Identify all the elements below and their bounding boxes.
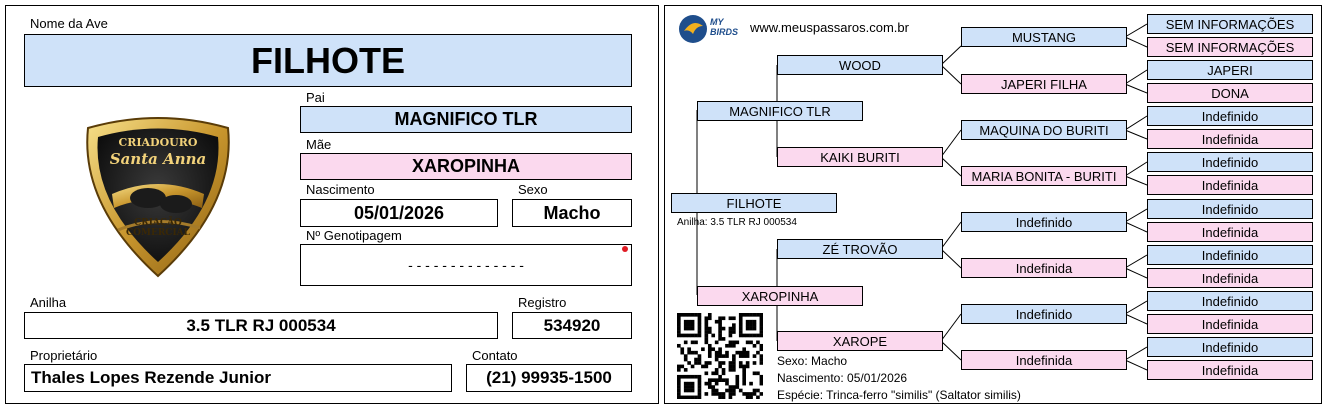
pedigree-mother[interactable]: XAROPINHA: [697, 286, 863, 306]
logo-bottom-text-1: CRIAÇÃO: [134, 218, 182, 228]
card-frame: [5, 5, 659, 404]
pedigree-gen4-item[interactable]: Indefinida: [1147, 360, 1313, 380]
ring-label: Anilha: [30, 295, 67, 310]
birth-label: Nascimento: [306, 182, 375, 197]
owner-label: Proprietário: [30, 348, 98, 363]
owner-field[interactable]: Thales Lopes Rezende Junior: [24, 364, 452, 392]
birth-field[interactable]: 05/01/2026: [300, 199, 498, 227]
mybirds-wordmark-2: BIRDS: [710, 27, 739, 37]
genotype-label: Nº Genotipagem: [306, 228, 402, 243]
mybirds-logo-icon: [678, 14, 708, 44]
pedigree-maternal-grandfather[interactable]: ZÉ TROVÃO: [777, 239, 943, 259]
pedigree-gen4-item[interactable]: Indefinido: [1147, 337, 1313, 357]
pedigree-gen3-item[interactable]: Indefinida: [961, 350, 1127, 370]
info-sex: Sexo: Macho: [777, 354, 848, 368]
pedigree-gen4-item[interactable]: Indefinido: [1147, 106, 1313, 126]
pedigree-frame: [664, 5, 1322, 404]
pedigree-gen4-item[interactable]: Indefinida: [1147, 268, 1313, 288]
logo-bottom-text-2: COMERCIAL: [126, 228, 190, 238]
pedigree-gen4-item[interactable]: Indefinida: [1147, 314, 1313, 334]
genotype-field[interactable]: - - - - - - - - - - - - - -: [300, 244, 632, 286]
pedigree-gen4-item[interactable]: SEM INFORMAÇÕES: [1147, 14, 1313, 34]
brand-url: www.meuspassaros.com.br: [750, 20, 909, 35]
pedigree-gen4-item[interactable]: SEM INFORMAÇÕES: [1147, 37, 1313, 57]
pedigree-gen4-item[interactable]: Indefinido: [1147, 199, 1313, 219]
pedigree-subject-ring: Anilha: 3.5 TLR RJ 000534: [677, 217, 797, 228]
pedigree-gen4-item[interactable]: Indefinida: [1147, 129, 1313, 149]
sex-label: Sexo: [518, 182, 548, 197]
contact-field[interactable]: (21) 99935-1500: [466, 364, 632, 392]
father-label: Pai: [306, 90, 325, 105]
breeder-logo: CRIADOURO Santa Anna CRIAÇÃO COMERCIAL: [78, 110, 238, 280]
pedigree-gen4-item[interactable]: Indefinido: [1147, 291, 1313, 311]
pedigree-gen4-item[interactable]: Indefinida: [1147, 175, 1313, 195]
pedigree-gen3-item[interactable]: Indefinido: [961, 212, 1127, 232]
mother-field[interactable]: XAROPINHA: [300, 153, 632, 180]
pedigree-father[interactable]: MAGNIFICO TLR: [697, 101, 863, 121]
pedigree-gen3-item[interactable]: Indefinido: [961, 304, 1127, 324]
pedigree-gen3-item[interactable]: MUSTANG: [961, 27, 1127, 47]
father-field[interactable]: MAGNIFICO TLR: [300, 106, 632, 133]
info-species: Espécie: Trinca-ferro "similis" (Saltato…: [777, 388, 1021, 402]
pedigree-gen3-item[interactable]: Indefinida: [961, 258, 1127, 278]
registry-field[interactable]: 534920: [512, 312, 632, 339]
pedigree-subject[interactable]: FILHOTE: [671, 193, 837, 213]
bird-name-field[interactable]: FILHOTE: [24, 34, 632, 87]
ring-field[interactable]: 3.5 TLR RJ 000534: [24, 312, 498, 339]
pedigree-maternal-grandmother[interactable]: XAROPE: [777, 331, 943, 351]
mybirds-wordmark-1: MY: [710, 17, 724, 27]
mother-label: Mãe: [306, 137, 332, 152]
pedigree-gen4-item[interactable]: Indefinido: [1147, 152, 1313, 172]
pedigree-gen4-item[interactable]: JAPERI: [1147, 60, 1313, 80]
contact-label: Contato: [472, 348, 518, 363]
bird-name-label: Nome da Ave: [30, 16, 108, 31]
qr-code: [677, 313, 764, 400]
genotype-marker-dot: [622, 246, 628, 252]
sex-field[interactable]: Macho: [512, 199, 632, 227]
pedigree-paternal-grandmother[interactable]: KAIKI BURITI: [777, 147, 943, 167]
pedigree-gen3-item[interactable]: MAQUINA DO BURITI: [961, 120, 1127, 140]
pedigree-gen4-item[interactable]: DONA: [1147, 83, 1313, 103]
logo-script-text: Santa Anna: [109, 150, 207, 168]
pedigree-paternal-grandfather[interactable]: WOOD: [777, 55, 943, 75]
pedigree-gen4-item[interactable]: Indefinido: [1147, 245, 1313, 265]
pedigree-gen3-item[interactable]: MARIA BONITA - BURITI: [961, 166, 1127, 186]
pedigree-gen3-item[interactable]: JAPERI FILHA: [961, 74, 1127, 94]
logo-top-text: CRIADOURO: [118, 136, 198, 149]
info-birth: Nascimento: 05/01/2026: [777, 371, 908, 385]
pedigree-gen4-item[interactable]: Indefinida: [1147, 222, 1313, 242]
registry-label: Registro: [518, 295, 567, 310]
